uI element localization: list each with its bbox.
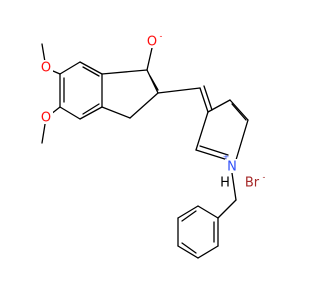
- bond-line: [79, 106, 103, 120]
- bond-line: [199, 87, 209, 113]
- bond-line: [199, 145, 229, 156]
- bond-line: [207, 99, 231, 113]
- bond-line: [181, 242, 197, 254]
- bond-line: [231, 172, 237, 201]
- bond-line: [203, 85, 213, 111]
- nitrogen-hydrogen-label: H: [220, 176, 230, 191]
- bond-line: [195, 149, 229, 161]
- bond-line: [235, 119, 249, 161]
- bond-line: [82, 103, 100, 115]
- methoxy-oxygen-bottom-label: O: [41, 111, 51, 126]
- bond-line: [101, 106, 131, 119]
- enolate-charge-label: -: [160, 32, 163, 41]
- atom-labels: O - O O N + H Br -: [39, 32, 266, 191]
- bond-line: [217, 199, 237, 219]
- enolate-oxygen-label: O: [147, 35, 157, 50]
- pyridinium-nitrogen-label: N: [227, 160, 237, 175]
- bond-line: [149, 75, 159, 91]
- nitrogen-charge-label: +: [223, 153, 230, 162]
- bond-line: [177, 205, 199, 219]
- bond-line: [79, 61, 103, 75]
- bond-line: [229, 99, 249, 121]
- bond-line: [197, 245, 219, 259]
- bond-line: [195, 111, 209, 151]
- bond-line: [197, 205, 219, 219]
- bond-line: [101, 69, 148, 75]
- bromide-charge-label: -: [263, 173, 266, 182]
- bond-line: [231, 103, 247, 121]
- bond-line: [177, 245, 199, 259]
- bromide-label: Br: [245, 176, 260, 191]
- bond-line: [181, 210, 197, 222]
- bond-line: [59, 61, 81, 75]
- bond-line: [157, 87, 201, 94]
- bond-lines: [41, 43, 249, 259]
- methoxy-oxygen-top-label: O: [41, 61, 51, 76]
- bond-line: [129, 92, 159, 119]
- molecule-structure: O - O O N + H Br -: [39, 32, 266, 259]
- bond-line: [59, 106, 81, 120]
- bond-line: [82, 66, 100, 77]
- bond-line: [146, 47, 153, 71]
